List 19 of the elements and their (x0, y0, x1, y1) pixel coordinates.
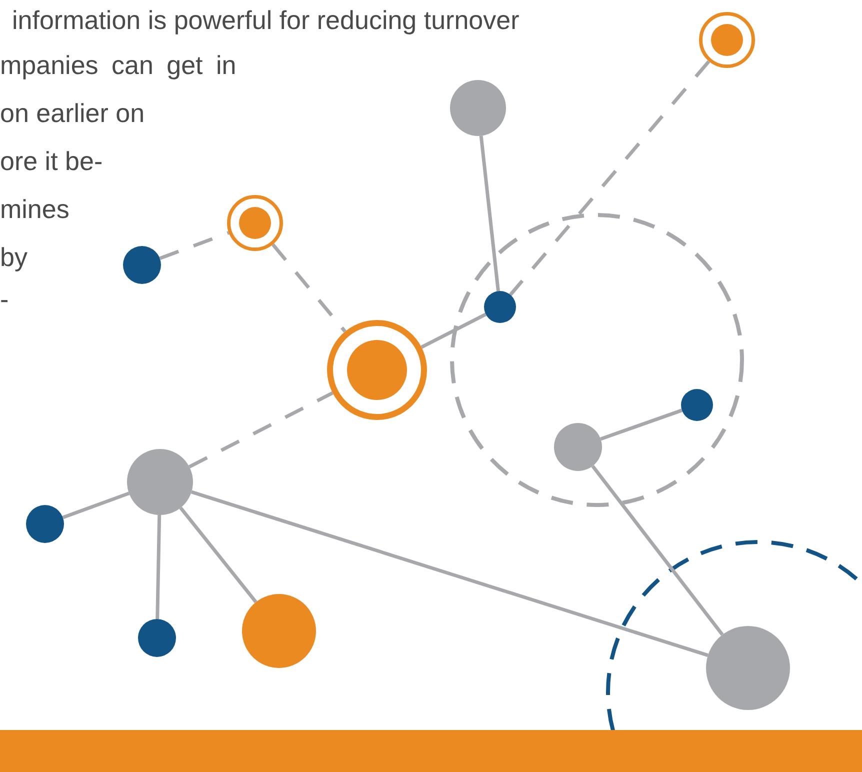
paragraph-text: mines (0, 194, 70, 224)
connector-line (479, 136, 500, 292)
connector-line (62, 492, 130, 520)
connector-line (420, 312, 487, 349)
paragraph-text: information is powerful for reducing turnover (12, 5, 520, 35)
connector-line (591, 464, 724, 636)
connector-line (179, 506, 258, 604)
connector-line (509, 60, 710, 296)
paragraph-text: ore it be- (0, 146, 103, 176)
paragraph-text: mpanies can get in (0, 50, 236, 80)
paragraph-text: on earlier on (0, 98, 145, 128)
paragraph-text: - (0, 284, 9, 314)
connector-line (159, 231, 230, 260)
connector-line (156, 514, 162, 620)
paragraph-text: by (0, 242, 28, 272)
connector-line (272, 243, 346, 333)
connector-line (190, 490, 708, 657)
connector-line (600, 408, 682, 441)
connector-line (188, 391, 334, 468)
